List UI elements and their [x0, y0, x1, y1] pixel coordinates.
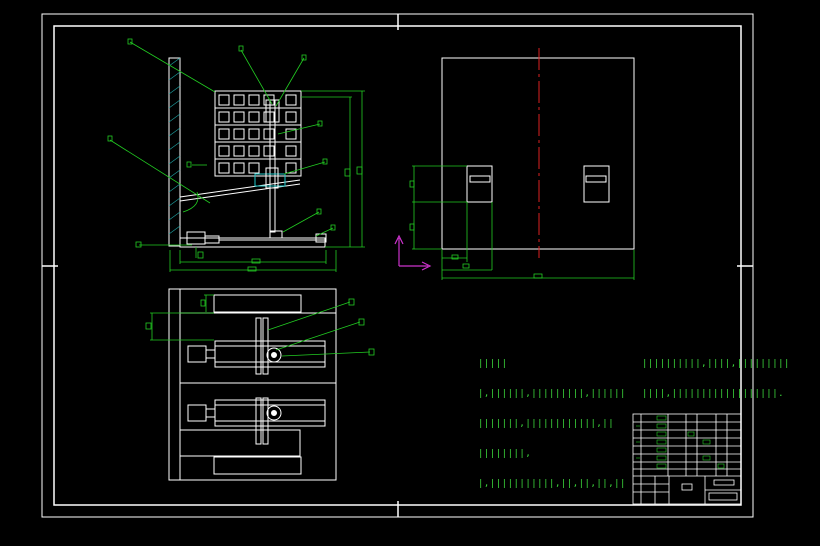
- top-view[interactable]: [168, 288, 337, 481]
- note-line: |,|||||||||||,||,||,||,||: [478, 479, 626, 489]
- lift-carriage: [254, 173, 286, 187]
- side-fixture-right: [583, 165, 610, 203]
- rack-cells: [218, 94, 297, 174]
- title-block[interactable]: [632, 413, 742, 505]
- technical-notes-right: ||||||||||,||||,||||||||| ||||,|||||||||…: [642, 339, 790, 409]
- title-block-entries: [636, 415, 725, 469]
- note-line: |||||: [478, 359, 508, 369]
- note-line: |,||||||,|||||||||,||||||: [478, 389, 626, 399]
- front-view-dimensions: [107, 38, 365, 272]
- ucs-axis-icon: [394, 234, 432, 271]
- top-view-outline: [168, 288, 337, 481]
- side-view[interactable]: [441, 57, 635, 250]
- note-line: ||||,||||||||||||||||||.: [642, 389, 785, 399]
- wall-hatch: [168, 57, 181, 235]
- note-line: |||||||,||||||||||||,||: [478, 419, 615, 429]
- sheet-center-marks: [42, 14, 753, 517]
- traverse-unit-lower: [214, 399, 326, 427]
- traverse-unit-upper: [214, 340, 326, 368]
- base-plate: [179, 237, 326, 248]
- side-view-dimensions: [409, 165, 635, 280]
- drawing-frame: [53, 25, 742, 506]
- gripper-lower: [266, 405, 282, 421]
- gripper-upper: [266, 347, 282, 363]
- note-line: ||||||||||,||||,|||||||||: [642, 359, 790, 369]
- technical-notes-left: ||||| |,||||||,|||||||||,|||||| |||||||,…: [478, 339, 626, 499]
- storage-rack: [214, 90, 302, 177]
- side-view-outline: [441, 57, 635, 250]
- side-fixture-left: [466, 165, 493, 203]
- front-view[interactable]: [168, 57, 327, 248]
- sheet-border: [41, 13, 754, 518]
- wall-section: [168, 57, 181, 247]
- top-view-dimensions: [145, 294, 375, 357]
- note-line: ||||||||,: [478, 449, 532, 459]
